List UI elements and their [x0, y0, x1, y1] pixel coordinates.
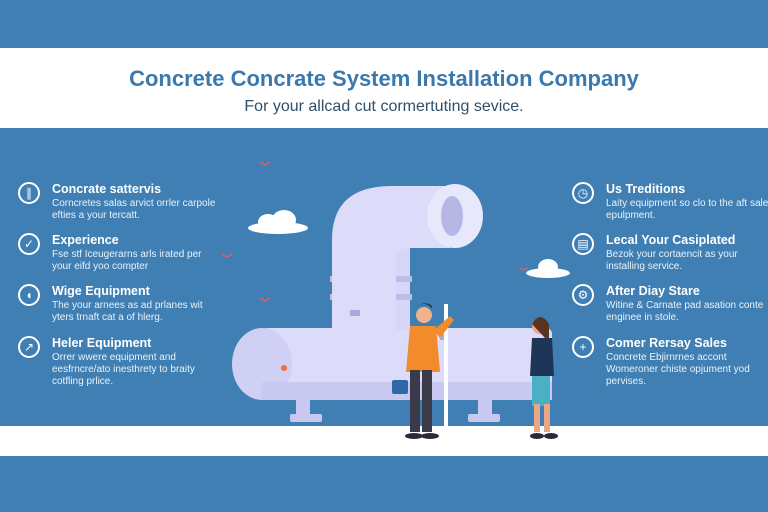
worker-man [392, 303, 454, 439]
gear-icon: ⚙ [572, 284, 594, 306]
feature-title: Experience [52, 233, 119, 247]
plus-icon: + [572, 336, 594, 358]
feature-title: Concrate sattervis [52, 182, 162, 196]
feature-title: After Diay Stare [606, 284, 700, 298]
wrench-icon: ↗ [18, 336, 40, 358]
feature-desc: Concrete Ebjirnrnes accont Womeroner chi… [606, 352, 750, 387]
bottom-band [0, 456, 768, 512]
feature-desc: Orrer wwere equipment and eesfrncre/ato … [52, 352, 195, 387]
clock-icon: ◷ [572, 182, 594, 204]
cloud-left [248, 210, 308, 234]
feature-desc: Witine & Carnate pad asation conte engin… [606, 300, 764, 323]
pipe-system [232, 184, 552, 422]
feature-desc: Bezok your cortaencit as your installing… [606, 249, 738, 272]
check-icon: ✓ [18, 233, 40, 255]
feature-title: Lecal Your Casiplated [606, 233, 736, 247]
page-title: Concrete Concrate System Installation Co… [129, 66, 639, 91]
feature-desc: The your arnees as ad prlanes wit yters … [52, 300, 203, 323]
page-subtitle: For your allcad cut cormertuting sevice. [244, 98, 524, 115]
shield-icon: ◖ [18, 284, 40, 306]
top-band [0, 0, 768, 48]
header-banner: Concrete Concrate System Installation Co… [0, 48, 768, 128]
feature-desc: Corncretes salas arvict orrler carpole e… [52, 198, 216, 221]
cloud-right [526, 259, 570, 278]
worker-woman [530, 317, 558, 439]
feature-title: Heler Equipment [52, 336, 152, 350]
pipe-icon: ∥ [18, 182, 40, 204]
feature-desc: Laity equipment so clo to the aft sale e… [606, 198, 768, 221]
clipboard-icon: ▤ [572, 233, 594, 255]
birds [221, 161, 529, 302]
feature-title: Wige Equipment [52, 284, 150, 298]
feature-title: Us Treditions [606, 182, 686, 196]
feature-desc: Fse stf Iceugerarns arls irated per your… [52, 249, 202, 272]
floor-strip [0, 426, 768, 456]
feature-title: Comer Rersay Sales [606, 336, 727, 350]
